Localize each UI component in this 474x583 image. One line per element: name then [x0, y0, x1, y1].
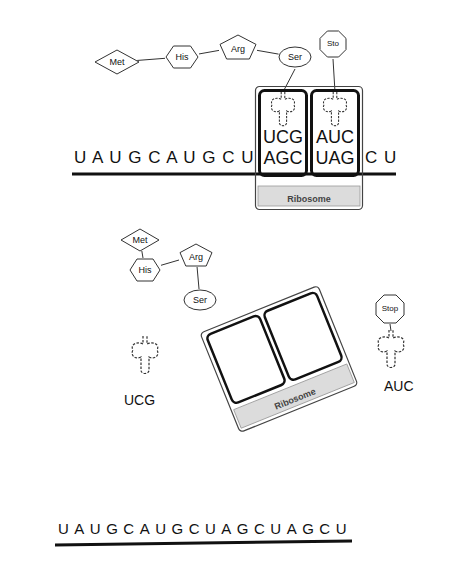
shape-outline — [279, 47, 311, 67]
bond-line — [283, 69, 295, 92]
base-triplet: UCG — [263, 127, 303, 148]
shape-outline — [184, 290, 216, 310]
shape-outline — [320, 31, 346, 57]
mrna-sequence: UAUGCAUGCUAGCUAGCU — [58, 520, 352, 538]
trna — [271, 92, 294, 126]
amino-acid-name: Ser — [193, 295, 207, 305]
site-outline — [312, 91, 359, 176]
base-triplet: AGC — [263, 148, 302, 169]
amino-acid-hexagon: His — [165, 45, 199, 69]
trna — [378, 330, 404, 368]
amino-acid-name: Arg — [231, 44, 245, 54]
shape-outline — [220, 35, 256, 59]
shape-outline — [121, 229, 159, 251]
shape-outline — [376, 295, 404, 323]
amino-acid-ellipse: Ser — [278, 46, 312, 68]
shape-outline — [180, 244, 212, 266]
amino-acid-octagon: Stop — [375, 294, 405, 324]
amino-acid-name: Stop — [382, 304, 398, 313]
base-triplet: UAG — [315, 148, 354, 169]
amino-acid-pentagon: Arg — [219, 34, 257, 60]
peptide-bond — [142, 251, 143, 258]
shape-outline — [166, 46, 198, 68]
ribosome-band — [258, 186, 360, 206]
amino-acid-pentagon: Arg — [179, 243, 213, 267]
ribosome-outline — [256, 87, 363, 210]
amino-acid-name: Ser — [288, 52, 302, 62]
amino-acid-octagon: Sto — [319, 30, 347, 58]
amino-acid-name: Met — [132, 235, 147, 245]
trna — [132, 336, 158, 374]
mrna-sequence: C U — [365, 148, 397, 168]
shape-outline — [95, 50, 139, 74]
ribosome: RibosomeUCGAGCAUCUAG — [255, 86, 363, 210]
amino-acid-diamond: Met — [94, 49, 140, 75]
amino-acid-name: His — [176, 52, 189, 62]
trna — [323, 92, 346, 126]
bond-line — [390, 324, 391, 331]
amino-acid-name: Arg — [189, 252, 203, 262]
base-triplet: AUC — [316, 127, 354, 148]
peptide-bond — [197, 267, 199, 289]
peptide-bond — [257, 50, 279, 54]
node-outline — [199, 285, 358, 433]
amino-acid-name: His — [139, 265, 152, 275]
amino-acid-hexagon: His — [129, 258, 161, 282]
ribosome-label: Ribosome — [287, 194, 331, 204]
amino-acid-name: Sto — [327, 39, 339, 48]
site-outline — [263, 291, 343, 381]
mrna-sequence: U A U G C A U G C U — [74, 148, 255, 168]
amino-acid-diamond: Met — [120, 228, 160, 252]
amino-acid-ellipse: Ser — [183, 289, 217, 311]
peptide-bond — [199, 50, 219, 54]
anticodon-label: AUC — [384, 378, 414, 395]
ribosome-site: UCGAGC — [258, 89, 308, 177]
amino-acid-name: Met — [109, 57, 124, 67]
ribosome-outline — [200, 286, 358, 433]
peptide-bond — [161, 260, 179, 265]
peptide-bond — [137, 58, 165, 60]
shape-outline — [130, 259, 160, 281]
ribosome-site: AUCUAG — [310, 89, 360, 177]
anticodon-label: UCG — [124, 392, 155, 409]
site-outline — [260, 91, 307, 176]
ribosome: Ribosome — [199, 285, 358, 433]
mrna-strand — [55, 541, 352, 545]
